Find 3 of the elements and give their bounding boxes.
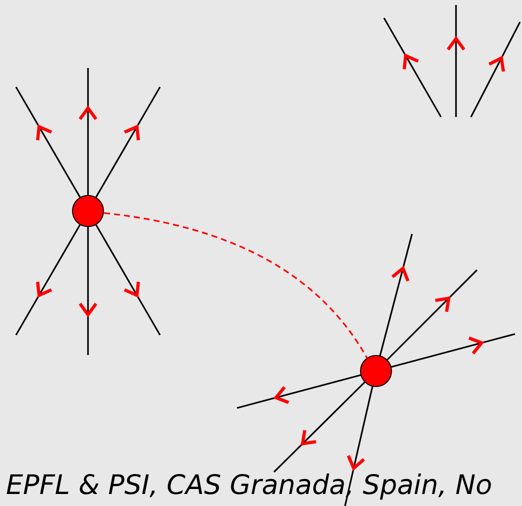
point-source-circle <box>360 355 392 387</box>
point-source-circle <box>72 195 104 227</box>
dashed-connector <box>104 212 368 358</box>
